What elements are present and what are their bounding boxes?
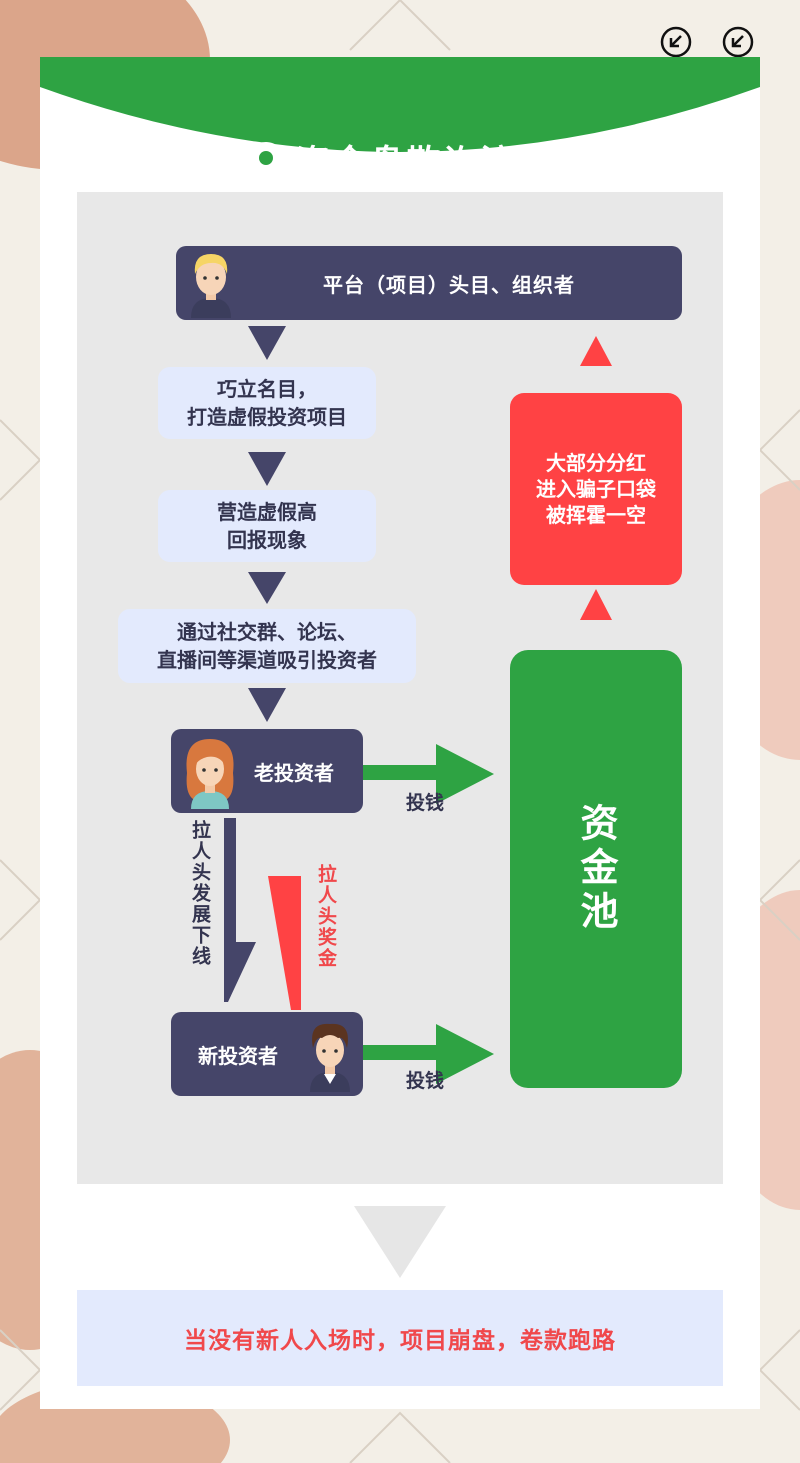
fund-pool-text: 资金池 — [574, 803, 618, 935]
arrow-down-left-icon — [660, 26, 692, 58]
title-row: 资金盘欺诈流程 — [40, 134, 760, 184]
dividend-box: 大部分分红 进入骗子口袋 被挥霍一空 — [510, 393, 682, 585]
invest-label-old: 投钱 — [406, 792, 445, 814]
woman-avatar-icon — [186, 739, 234, 809]
conclusion-box: 当没有新人入场时，项目崩盘，卷款跑路 — [77, 1290, 723, 1386]
step-3-box: 通过社交群、论坛、 直播间等渠道吸引投资者 — [118, 609, 416, 683]
recruit-label: 拉人头发展下线 — [189, 820, 211, 967]
step-3-text: 通过社交群、论坛、 直播间等渠道吸引投资者 — [157, 620, 377, 672]
fund-pool-box: 资金池 — [510, 650, 682, 1088]
page-title: 资金盘欺诈流程 — [295, 142, 555, 183]
speech-bubble-icon — [248, 142, 283, 177]
step-1-box: 巧立名目， 打造虚假投资项目 — [158, 367, 376, 439]
leader-text: 平台（项目）头目、组织者 — [323, 272, 575, 297]
step-1-text: 巧立名目， 打造虚假投资项目 — [187, 377, 347, 429]
invest-label-new: 投钱 — [406, 1070, 445, 1092]
step-2-box: 营造虚假高 回报现象 — [158, 490, 376, 562]
step-2-text: 营造虚假高 回报现象 — [217, 500, 317, 552]
header-banner — [40, 57, 760, 152]
conclusion-text: 当没有新人入场时，项目崩盘，卷款跑路 — [184, 1328, 616, 1354]
blonde-man-avatar-icon — [191, 254, 231, 318]
new-investor-label: 新投资者 — [198, 1043, 278, 1068]
arrow-down-left-icon — [722, 26, 754, 58]
dividend-text: 大部分分红 进入骗子口袋 被挥霍一空 — [536, 451, 656, 527]
leader-box: 平台（项目）头目、组织者 — [176, 246, 682, 320]
curly-man-avatar-icon — [310, 1023, 350, 1092]
old-investor-label: 老投资者 — [254, 760, 334, 785]
bonus-label: 拉人头奖金 — [315, 864, 337, 969]
